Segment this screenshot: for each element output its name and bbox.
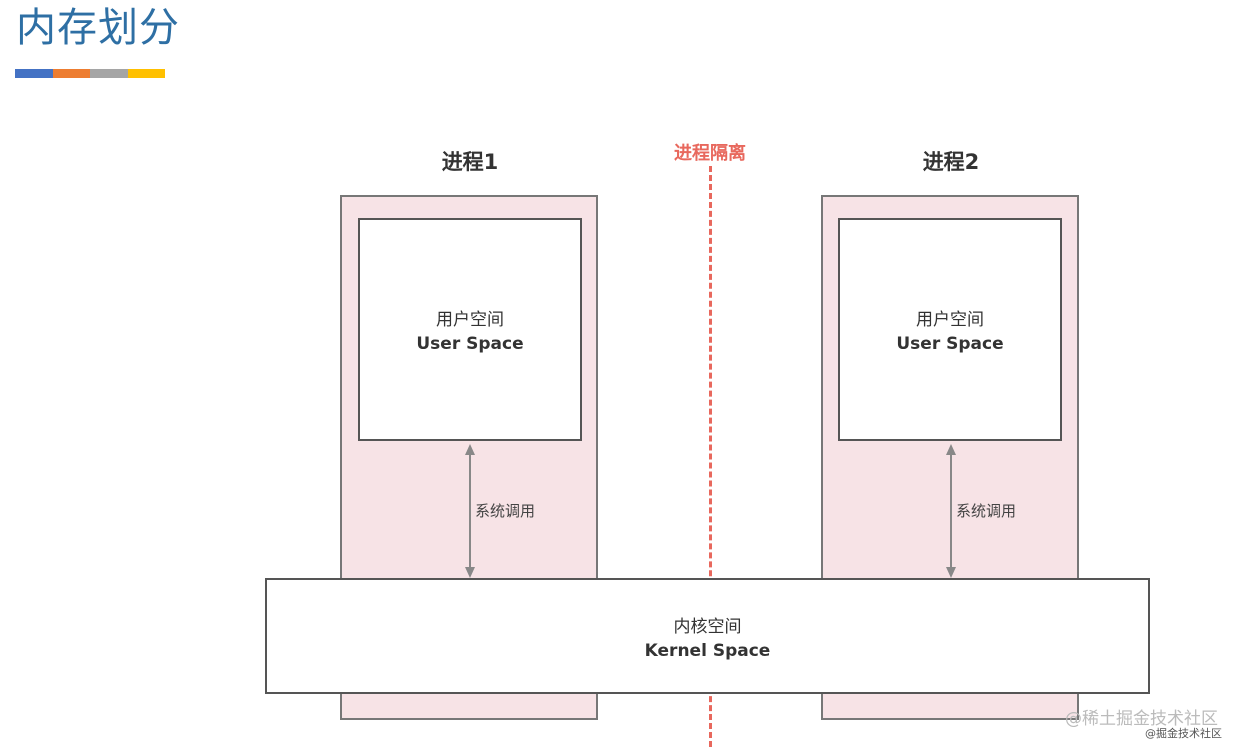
user-space-label-cn: 用户空间: [916, 310, 984, 330]
page-title: 内存划分: [16, 5, 180, 51]
process-isolation-line: [709, 166, 712, 747]
accent-segment-blue: [15, 69, 53, 78]
accent-segment-yellow: [127, 69, 165, 78]
process-2-user-space: 用户空间 User Space: [838, 218, 1062, 441]
kernel-space-label-en: Kernel Space: [644, 640, 771, 661]
accent-segment-gray: [90, 69, 128, 78]
process-isolation-label: 进程隔离: [674, 143, 746, 164]
kernel-space-label-cn: 内核空间: [673, 616, 742, 637]
user-space-label-cn: 用户空间: [436, 310, 504, 330]
process-1-syscall-label: 系统调用: [475, 502, 536, 520]
process-2-syscall-arrow-icon: [946, 444, 956, 578]
user-space-label-en: User Space: [416, 334, 524, 354]
process-1-title: 进程1: [441, 150, 499, 174]
title-accent-bar: [15, 69, 165, 78]
kernel-space-box: 内核空间 Kernel Space: [265, 578, 1150, 694]
accent-segment-orange: [52, 69, 90, 78]
process-1-syscall-arrow-icon: [465, 444, 475, 578]
process-2-syscall-label: 系统调用: [956, 502, 1017, 520]
user-space-label-en: User Space: [896, 334, 1004, 354]
watermark: @稀土掘金技术社区: [1065, 709, 1218, 729]
process-1-user-space: 用户空间 User Space: [358, 218, 582, 441]
process-2-title: 进程2: [922, 150, 980, 174]
watermark-sub: @掘金技术社区: [1145, 727, 1222, 740]
